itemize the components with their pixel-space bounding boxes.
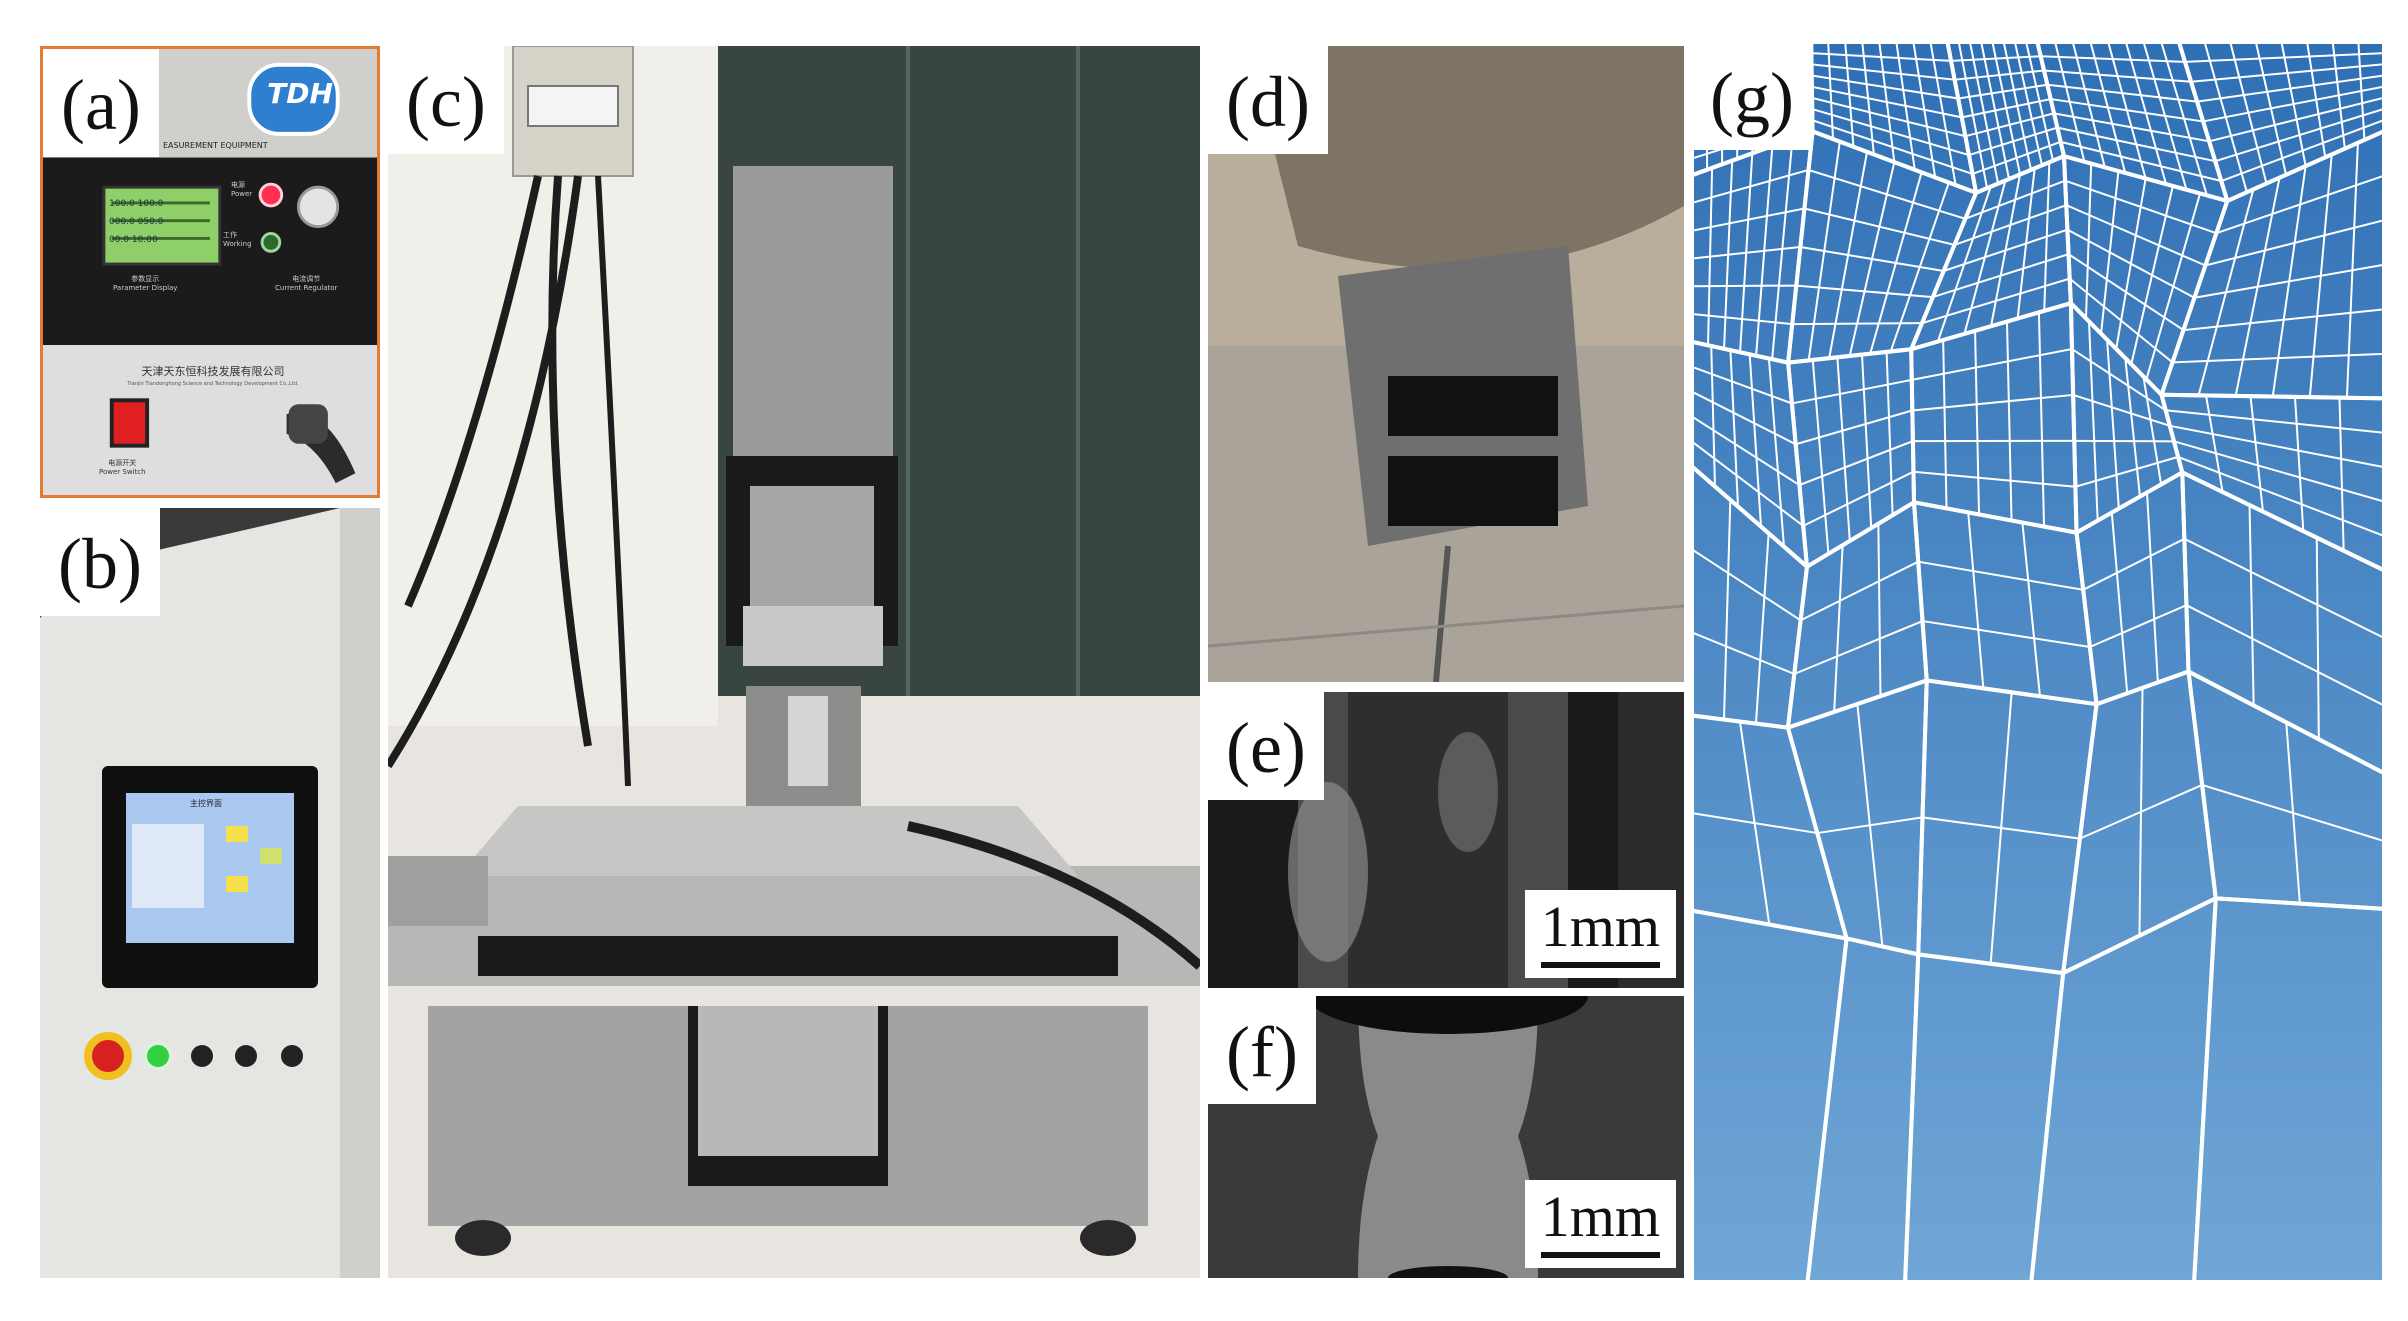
power-switch-label-en: Power Switch xyxy=(99,468,146,476)
scale-bar-e: 1mm xyxy=(1524,890,1676,978)
lcd-line-2: 000.0 050.0 xyxy=(109,217,164,227)
panel-c-label: (c) xyxy=(388,46,504,154)
scale-bar-e-label: 1mm xyxy=(1540,894,1660,959)
scale-bar-f: 1mm xyxy=(1524,1180,1676,1268)
panel-d-tool-closeup: (d) xyxy=(1208,46,1684,682)
parameter-display-label-cn: 参数显示 xyxy=(131,275,160,283)
welding-machine-photo xyxy=(388,46,1200,1278)
power-switch-label-cn: 电源开关 xyxy=(108,459,137,467)
company-name-cn: 天津天东恒科技发展有限公司 xyxy=(141,365,285,378)
header-strip-text: EASUREMENT EQUIPMENT xyxy=(163,141,268,150)
power-indicator-label: 电源 Power xyxy=(231,181,252,199)
panel-b-label: (b) xyxy=(40,508,160,616)
current-regulator-label-cn: 电流调节 xyxy=(292,275,321,283)
current-regulator-label-en: Current Regulator xyxy=(275,284,338,292)
panel-c-welding-machine: (c) xyxy=(388,46,1200,1278)
lcd-readout: 100.0 100.0 000.0 050.0 00.0 10.00 xyxy=(109,195,221,249)
cabinet-photo xyxy=(40,508,380,1278)
panel-a-label: (a) xyxy=(43,49,159,157)
current-regulator-label: 电流调节 Current Regulator xyxy=(275,275,337,293)
working-label-cn: 工作 xyxy=(223,231,237,239)
scale-bar-f-line xyxy=(1540,1252,1660,1258)
scale-bar-e-line xyxy=(1540,962,1660,968)
parameter-display-label-en: Parameter Display xyxy=(113,284,178,292)
lcd-line-1: 100.0 100.0 xyxy=(109,199,164,209)
weld-micrograph-e xyxy=(1208,692,1684,988)
panel-f-label: (f) xyxy=(1208,996,1316,1104)
power-switch-label: 电源开关 Power Switch xyxy=(99,459,146,477)
panel-g-label: (g) xyxy=(1692,42,1812,150)
working-indicator-label: 工作 Working xyxy=(223,231,252,249)
lcd-line-3: 00.0 10.00 xyxy=(109,235,158,245)
panel-a-control-box: (a) TDH EASUREMENT EQUIPMENT 100.0 100.0… xyxy=(40,46,380,498)
panel-g-mesh-model: (g) xyxy=(1692,42,2384,1282)
brand-logo: TDH xyxy=(267,77,333,110)
power-label-cn: 电源 xyxy=(231,181,245,189)
control-box-photo xyxy=(43,49,377,495)
panel-d-label: (d) xyxy=(1208,46,1328,154)
scale-bar-f-label: 1mm xyxy=(1540,1184,1660,1249)
mesh-model-render xyxy=(1692,42,2384,1282)
panel-e-label: (e) xyxy=(1208,692,1324,800)
company-name-en: Tianjin Tiandonghong Science and Technol… xyxy=(127,381,299,387)
working-label: Working xyxy=(223,240,252,248)
power-label: Power xyxy=(231,190,253,198)
panel-b-touchscreen-cabinet: (b) 主控界面 xyxy=(40,508,380,1278)
panel-e-weld-micrograph: (e) 1mm xyxy=(1208,692,1684,988)
panel-f-cross-section: (f) 1mm xyxy=(1208,996,1684,1278)
parameter-display-label: 参数显示 Parameter Display xyxy=(113,275,177,293)
screen-title: 主控界面 xyxy=(190,799,222,808)
